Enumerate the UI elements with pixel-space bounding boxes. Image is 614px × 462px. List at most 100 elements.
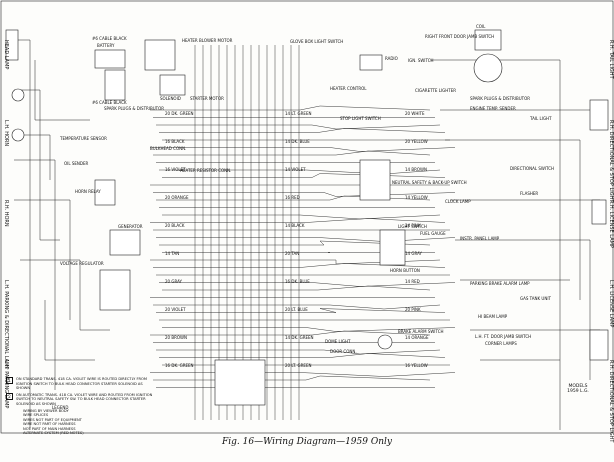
- radio-symbol: [359, 54, 383, 71]
- component-label: GENERATOR: [118, 224, 143, 229]
- legend-item: NOT PART OF MAIN HARNESS: [23, 426, 76, 431]
- wire-label: 14 VIOLET: [285, 167, 306, 172]
- wire-label: 14 DK. BLUE: [285, 139, 310, 144]
- component-label: TEMPERATURE SENSOR: [59, 136, 107, 141]
- component-label: CORNER LAMPS: [485, 341, 517, 346]
- wire-label: 14 DK. GREEN: [285, 335, 314, 340]
- side-label: L.H. PARKING LAMP: [3, 360, 9, 408]
- wire-label: 20 BROWN: [165, 335, 187, 340]
- harness-wire: [150, 147, 456, 152]
- component-label: INSTR. PANEL LAMP: [460, 236, 500, 241]
- wire-label: 14 GRAY: [405, 251, 423, 256]
- note-number: 2: [6, 392, 13, 400]
- right-side-labels: R.H. TAIL LIGHT R.H. DIRECTIONAL & STOP L…: [608, 40, 614, 443]
- wire-label: 20 WHITE: [405, 111, 425, 116]
- wire-label: 16 VIOLET: [165, 167, 186, 172]
- side-label: L.H. LICENSE LAMP: [608, 280, 614, 327]
- models-text: 1959 L.G.: [567, 389, 589, 394]
- right-side-wiring: [430, 59, 600, 430]
- component-label: HI BEAM LAMP: [478, 314, 508, 319]
- component-label: DIRECTIONAL SWITCH: [510, 166, 554, 171]
- harness-wire: [156, 124, 441, 130]
- side-label: L.H. PARKING & DIRECTIONAL LAMP: [3, 280, 9, 369]
- coil-symbol: [474, 29, 502, 51]
- side-label: L.H. HORN: [3, 120, 9, 146]
- component-label: COIL: [476, 24, 486, 29]
- wire-label: 16 DK. BLUE: [285, 279, 310, 284]
- wire-label: 14 BROWN: [405, 167, 427, 172]
- component-label: HORN RELAY: [75, 189, 101, 194]
- wire-label: 20 YELLOW: [405, 139, 428, 144]
- component-label: RIGHT FRONT DOOR JAMB SWITCH: [425, 34, 494, 39]
- generator-symbol: [109, 229, 141, 256]
- component-label: CIGARETTE LIGHTER: [415, 88, 456, 93]
- wire-label: 20 VIOLET: [165, 307, 186, 312]
- component-label: L.H. FT. DOOR JAMB SWITCH: [475, 334, 531, 339]
- note-text: ON AUTOMATIC TRANS. 418 CA. VIOLET WIRE …: [16, 392, 153, 406]
- side-label: R.H. DIRECTIONAL & STOP LIGHT: [608, 360, 614, 443]
- component-label: BATTERY: [97, 43, 115, 48]
- component-label: HEATER RESISTOR CONN.: [180, 168, 231, 173]
- horn-relay-symbol: [94, 179, 116, 206]
- harness-wire: [162, 173, 446, 178]
- legend: WIRING BY VIEWER BODY WIRE SPLICES WIRES…: [23, 409, 84, 435]
- tail-lamp-symbol: [589, 99, 609, 131]
- solenoid-symbol: [159, 74, 186, 96]
- component-label: STARTER MOTOR: [190, 96, 224, 101]
- harness-wire: [162, 285, 431, 291]
- harness-wire: [153, 304, 441, 310]
- wire-label: 16 BLACK: [165, 139, 185, 144]
- wire-label: 16 DK. GREEN: [165, 363, 194, 368]
- note-2: 2 ON AUTOMATIC TRANS. 418 CA. VIOLET WIR…: [6, 392, 156, 407]
- note-number: 1: [6, 377, 13, 384]
- component-label: GLOVE BOX LIGHT SWITCH: [290, 39, 343, 44]
- component-label: ENGINE TEMP. SENDER: [470, 106, 516, 111]
- legend-item: WIRE NOT PART OF HARNESS: [23, 422, 76, 427]
- wire-label: 14 PINK: [405, 223, 421, 228]
- component-label: CLOCK LAMP: [445, 199, 471, 204]
- harness-wire: [156, 349, 441, 355]
- component-label: SPARK PLUGS & DISTRIBUTOR: [470, 96, 530, 101]
- models-title: MODELS: [568, 384, 588, 389]
- harness-wire: [156, 237, 456, 242]
- distributor-cap-symbol: [473, 53, 503, 83]
- legend-item: WIRE SPLICES: [23, 413, 49, 418]
- component-label: BRAKE ALARM SWITCH: [398, 329, 444, 334]
- component-label: STOP LIGHT SWITCH: [340, 116, 381, 121]
- brake-alarm-symbol: [377, 334, 393, 350]
- component-label: DOME LIGHT: [325, 339, 351, 344]
- note-text: ON STANDARD TRANS. 418 CA. VIOLET WIRE I…: [16, 377, 147, 391]
- component-label: PARKING BRAKE ALARM LAMP: [470, 281, 530, 286]
- wire-label: 16 RED: [285, 195, 300, 200]
- harness-wire: [150, 372, 456, 377]
- wire-label: 20 GRAY: [165, 279, 183, 284]
- component-label: FLASHER: [520, 191, 538, 196]
- head-lamp-symbol: [5, 29, 19, 61]
- wire-label: 16 YELLOW: [405, 363, 428, 368]
- light-switch-symbol: [379, 229, 406, 266]
- harness-wire: [153, 263, 446, 268]
- component-label: GAS TANK UNIT: [520, 296, 552, 301]
- harness-wire: [153, 150, 431, 156]
- figure-caption: Fig. 16—Wiring Diagram—1959 Only: [222, 437, 392, 447]
- side-label: HEAD LAMP: [3, 40, 9, 69]
- voltage-regulator-symbol: [99, 269, 131, 311]
- bulkhead-block-symbol: [214, 359, 266, 406]
- component-label: HORN BUTTON: [390, 268, 420, 273]
- note-1: 1 ON STANDARD TRANS. 418 CA. VIOLET WIRE…: [6, 377, 156, 391]
- component-label: IGN. SWITCH: [408, 58, 434, 63]
- harness-wire: [153, 375, 431, 381]
- side-label: R.H. DIRECTIONAL & STOP LIGHT: [608, 120, 614, 203]
- wire-label: 14 TAN: [165, 251, 179, 256]
- component-label: DOOR CONN.: [330, 349, 357, 354]
- side-label: R.H. TAIL LIGHT: [608, 40, 614, 80]
- wire-label: 14 LT. GREEN: [285, 111, 311, 116]
- harness-wire: [150, 105, 431, 111]
- component-label: VOLTAGE REGULATOR: [60, 261, 104, 266]
- horn-symbol-2: [11, 128, 25, 142]
- horn-symbol: [11, 88, 25, 102]
- wire-label: 20 BLACK: [165, 223, 185, 228]
